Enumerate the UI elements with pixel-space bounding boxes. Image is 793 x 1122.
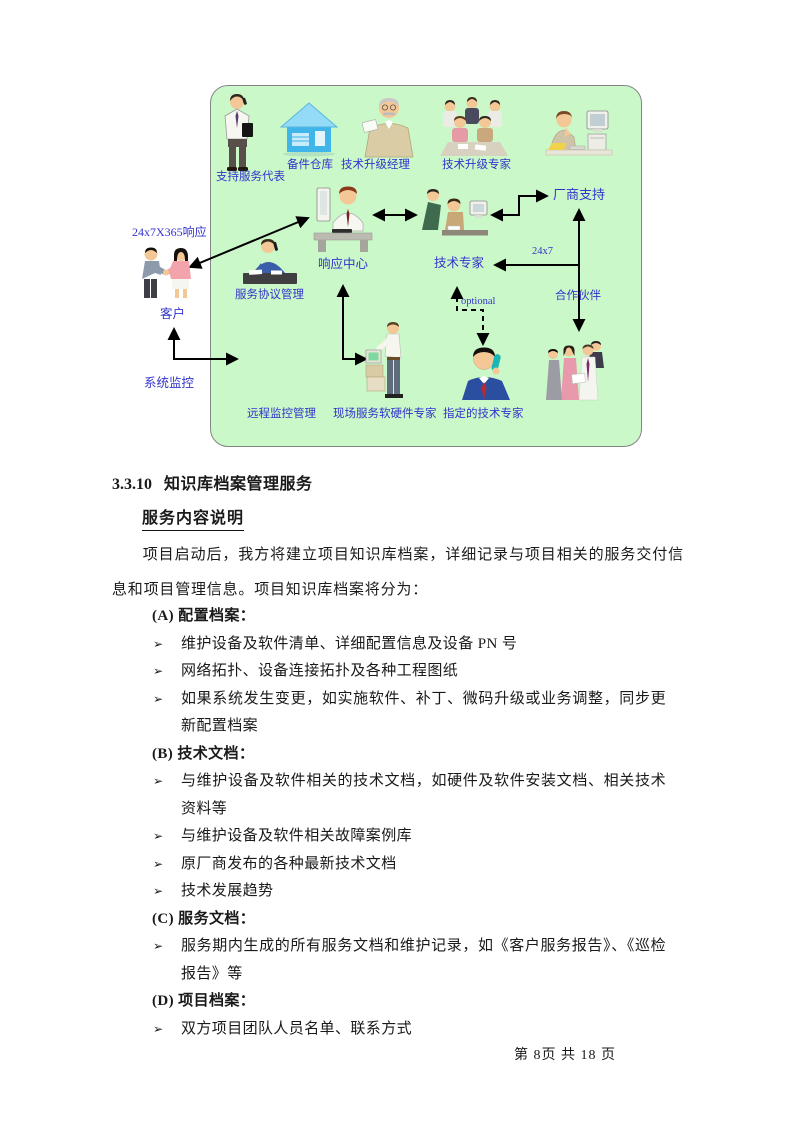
response-center-clipart [313, 186, 373, 252]
bullet-arrow-icon: ➢ [153, 691, 164, 706]
bullet-arrow-icon: ➢ [153, 884, 164, 898]
label-upgrade-manager: 技术升级经理 [341, 159, 410, 171]
group-label: (B) 技术文档： [152, 745, 255, 762]
upgrade-manager-clipart [361, 98, 414, 158]
label-customer: 客户 [160, 307, 186, 321]
subheading-service-content: 服务内容说明 [142, 504, 245, 531]
list-item-text: 维护设备及软件清单、详细配置信息及设备 PN 号 [181, 635, 518, 652]
list-item: ➢ 服务期内生成的所有服务文档和维护记录，如《客户服务报告》、《巡检报告》等 [152, 933, 666, 988]
bullet-arrow-icon: ➢ [153, 774, 164, 788]
label-response-center: 响应中心 [318, 257, 369, 271]
analyst-at-computer-clipart [545, 110, 613, 156]
bullet-arrow-icon: ➢ [153, 856, 164, 871]
section-title: 知识库档案管理服务 [164, 476, 313, 493]
label-remote-monitoring: 远程监控管理 [247, 408, 316, 420]
list-item: ➢ 技术发展趋势 [152, 878, 666, 906]
list-item-text: 与维护设备及软件相关的技术文档，如硬件及软件安装文档、相关技术资料等 [181, 773, 666, 817]
list-item: ➢ 与维护设备及软件相关故障案例库 [152, 823, 666, 851]
page-footer: 第 8页 共 18 页 [514, 1048, 616, 1063]
list-item-text: 服务期内生成的所有服务文档和维护记录，如《客户服务报告》、《巡检报告》等 [181, 938, 666, 982]
group-label: (A) 配置档案： [152, 608, 256, 624]
intro-paragraph: 项目启动后，我方将建立项目知识库档案，详细记录与项目相关的服务交付信息和项目管理… [112, 547, 684, 598]
bullet-arrow-icon: ➢ [153, 1021, 164, 1036]
archive-groups: (A) 配置档案： ➢ 维护设备及软件清单、详细配置信息及设备 PN 号 ➢ 网络拓扑、… [152, 603, 666, 1043]
list-item: ➢ 双方项目团队人员名单、联系方式 [152, 1016, 666, 1044]
list-item: ➢ 维护设备及软件清单、详细配置信息及设备 PN 号 [152, 631, 666, 659]
label-field-expert: 现场服务软硬件专家 [333, 408, 437, 420]
label-upgrade-expert: 技术升级专家 [442, 159, 511, 171]
bullet-arrow-icon: ➢ [153, 664, 164, 678]
list-item-text: 双方项目团队人员名单、联系方式 [181, 1020, 413, 1037]
tech-experts-clipart [422, 189, 488, 236]
partners-clipart [546, 341, 604, 401]
label-system-monitoring: 系统监控 [144, 376, 195, 390]
upgrade-experts-clipart [440, 97, 508, 156]
list-item-text: 与维护设备及软件相关故障案例库 [181, 828, 413, 844]
bullet-arrow-icon: ➢ [153, 829, 164, 843]
label-partners: 合作伙伴 [555, 290, 601, 302]
bullet-arrow-icon: ➢ [153, 636, 164, 651]
label-designated-expert: 指定的技术专家 [443, 408, 524, 420]
group-label: (D) 项目档案： [152, 993, 256, 1009]
list-item: ➢ 原厂商发布的各种最新技术文档 [152, 851, 666, 879]
section-number: 3.3.10 [112, 476, 152, 493]
label-24x7x365-response: 24x7X365响应 [132, 225, 207, 239]
field-engineer-clipart [365, 322, 403, 398]
list-item-text: 网络拓扑、设备连接拓扑及各种工程图纸 [181, 663, 459, 679]
list-item-text: 技术发展趋势 [181, 883, 274, 899]
list-item-text: 如果系统发生变更，如实施软件、补丁、微码升级或业务调整，同步更新配置档案 [181, 690, 666, 735]
customer-handshake-clipart [142, 247, 191, 298]
label-24x7: 24x7 [532, 246, 553, 257]
list-item: ➢ 网络拓扑、设备连接拓扑及各种工程图纸 [152, 658, 666, 686]
list-item: ➢ 如果系统发生变更，如实施软件、补丁、微码升级或业务调整，同步更新配置档案 [152, 686, 666, 741]
bullet-arrow-icon: ➢ [153, 939, 164, 953]
label-sla-mgmt: 服务协议管理 [235, 289, 304, 301]
list-item-text: 原厂商发布的各种最新技术文档 [181, 855, 397, 872]
support-rep-clipart [224, 94, 253, 171]
warehouse-clipart [279, 102, 339, 157]
label-tech-expert: 技术专家 [434, 256, 485, 270]
sla-manager-clipart [243, 239, 297, 284]
label-support-rep: 支持服务代表 [216, 171, 285, 183]
label-optional: optional [461, 296, 496, 307]
list-item: ➢ 与维护设备及软件相关的技术文档，如硬件及软件安装文档、相关技术资料等 [152, 768, 666, 823]
label-vendor-support: 厂商支持 [553, 187, 606, 202]
label-spare-parts: 备件仓库 [287, 159, 333, 171]
section-heading: 3.3.10 知识库档案管理服务 [112, 470, 313, 494]
group-label: (C) 服务文档： [152, 910, 256, 927]
designated-expert-clipart [462, 347, 510, 400]
